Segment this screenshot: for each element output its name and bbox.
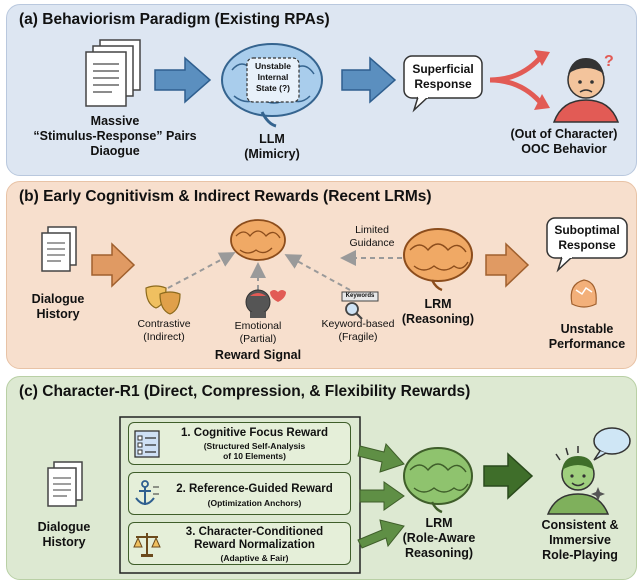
history-c-line1: Dialogue — [37, 520, 91, 534]
svg-text:?: ? — [604, 53, 614, 70]
unstable-state-label: Unstable Internal State (?) — [247, 61, 299, 94]
suboptimal-response-text: Suboptimal Response — [547, 223, 627, 253]
cracked-egg-icon — [570, 279, 597, 308]
reward2-title: 2. Reference-Guided Reward — [176, 483, 333, 495]
out-line2: Immersive — [549, 533, 611, 547]
keyword-tag-text: Keywords — [345, 293, 375, 299]
confused-person-icon: ? — [552, 53, 620, 123]
superficial-response-text: Superficial Response — [404, 62, 482, 92]
keyword-label: Keyword-based (Fragile) — [310, 318, 406, 344]
dialogue-history-label-c: Dialogue History — [24, 520, 104, 550]
ooc-line1: (Out of Character) — [510, 127, 618, 141]
superficial-line2: Response — [414, 77, 472, 91]
arrow-a2 — [341, 56, 397, 104]
llm-label: LLM (Mimicry) — [232, 132, 312, 162]
contrastive-line1: Contrastive — [137, 318, 191, 330]
panel-b-title: (b) Early Cognitivism & Indirect Rewards… — [19, 188, 432, 205]
ooc-split-arrow — [489, 50, 550, 110]
arrow-c-out — [483, 452, 534, 500]
lrm-c-line1: LRM — [425, 516, 453, 530]
contrastive-label: Contrastive (Indirect) — [124, 318, 204, 344]
character-conditioned-reward-box: 3. Character-Conditioned Reward Normaliz… — [128, 522, 351, 565]
role-playing-label: Consistent & Immersive Role-Playing — [528, 518, 632, 563]
dialogue-history-doc-icon-b — [41, 226, 77, 272]
arrow-b1 — [91, 242, 136, 288]
keyword-magnifier-icon — [341, 291, 379, 320]
theater-masks-icon — [145, 285, 181, 315]
emotional-head-icon — [245, 289, 286, 318]
pairs-label: Massive “Stimulus-Response” Pairs Diaogu… — [33, 114, 196, 159]
checklist-icon — [134, 430, 160, 458]
ooc-line2: OOC Behavior — [521, 142, 607, 156]
reward-signal-label: Reward Signal — [214, 348, 302, 362]
contrastive-line2: (Indirect) — [143, 331, 185, 343]
document-stack-icon — [85, 39, 141, 107]
reference-guided-reward-box: 2. Reference-Guided Reward (Optimization… — [128, 472, 351, 515]
suboptimal-line2: Response — [558, 238, 616, 252]
suboptimal-line1: Suboptimal — [554, 223, 620, 237]
history-b-line1: Dialogue — [31, 292, 85, 306]
history-c-line2: History — [42, 535, 86, 549]
history-b-line2: History — [36, 307, 80, 321]
lrm-c-line2: (Role-Aware — [402, 531, 476, 545]
suboptimal-response-bubble — [546, 217, 628, 273]
emotional-line2: (Partial) — [239, 333, 277, 345]
pairs-label-line1: Massive — [90, 114, 140, 128]
dialogue-history-label-b: Dialogue History — [18, 292, 98, 322]
reward-arrows — [357, 442, 405, 549]
lrm-label-b: LRM (Reasoning) — [398, 297, 478, 327]
emotional-line1: Emotional — [234, 320, 282, 332]
reward3-sub: (Adaptive & Fair) — [220, 553, 289, 563]
reward3-title-line1: 3. Character-Conditioned — [185, 526, 324, 538]
perf-line1: Unstable — [560, 322, 614, 336]
reward1-title: 1. Cognitive Focus Reward — [181, 427, 328, 439]
llm-brain-icon — [221, 43, 323, 128]
reward1-sub-line2: of 10 Elements) — [223, 451, 286, 461]
pairs-label-line2: “Stimulus-Response” Pairs — [33, 129, 197, 143]
reward3-title-line2: Reward Normalization — [194, 539, 315, 551]
reward1-sub-line1: (Structured Self-Analysis — [203, 441, 306, 451]
lrm-c-line3: Reasoning) — [404, 546, 474, 560]
limited-line2: Guidance — [349, 237, 395, 249]
limited-guidance-label: Limited Guidance — [340, 224, 404, 250]
lrm-brain-icon-b — [403, 228, 473, 292]
perf-line2: Performance — [548, 337, 626, 351]
reward2-sub: (Optimization Anchors) — [207, 498, 302, 508]
speech-bubble-icon — [593, 427, 631, 461]
emotional-label: Emotional (Partial) — [220, 320, 296, 346]
ooc-label: (Out of Character) OOC Behavior — [498, 127, 630, 157]
out-line1: Consistent & — [541, 518, 619, 532]
anchor-icon — [135, 480, 159, 505]
cognitive-focus-reward-box: 1. Cognitive Focus Reward (Structured Se… — [128, 422, 351, 465]
balance-scale-icon — [133, 533, 161, 557]
unstable-line1: Unstable — [255, 61, 291, 71]
unstable-line3: State (?) — [256, 83, 290, 93]
happy-person-icon — [546, 446, 610, 515]
llm-label-line1: LLM — [259, 132, 285, 146]
arrow-a1 — [154, 56, 212, 104]
out-line3: Role-Playing — [542, 548, 618, 562]
limited-line1: Limited — [355, 224, 389, 236]
lrm-label-c: LRM (Role-Aware Reasoning) — [396, 516, 482, 561]
keyword-line2: (Fragile) — [338, 331, 378, 343]
lrm-brain-icon-c — [403, 447, 473, 514]
arrow-b2 — [485, 242, 530, 288]
lrm-b-line1: LRM — [424, 297, 452, 311]
reward-brain-icon — [230, 219, 286, 261]
unstable-performance-label: Unstable Performance — [542, 322, 632, 352]
dialogue-history-doc-icon-c — [47, 461, 83, 507]
panel-c-title: (c) Character-R1 (Direct, Compression, &… — [19, 383, 471, 400]
lrm-b-line2: (Reasoning) — [401, 312, 475, 326]
panel-a-title: (a) Behaviorism Paradigm (Existing RPAs) — [19, 11, 330, 28]
superficial-line1: Superficial — [412, 62, 474, 76]
keyword-line1: Keyword-based — [321, 318, 395, 330]
unstable-line2: Internal — [257, 72, 289, 82]
pairs-label-line3: Diaogue — [90, 144, 140, 158]
superficial-response-bubble — [403, 55, 483, 113]
llm-label-line2: (Mimicry) — [244, 147, 300, 161]
